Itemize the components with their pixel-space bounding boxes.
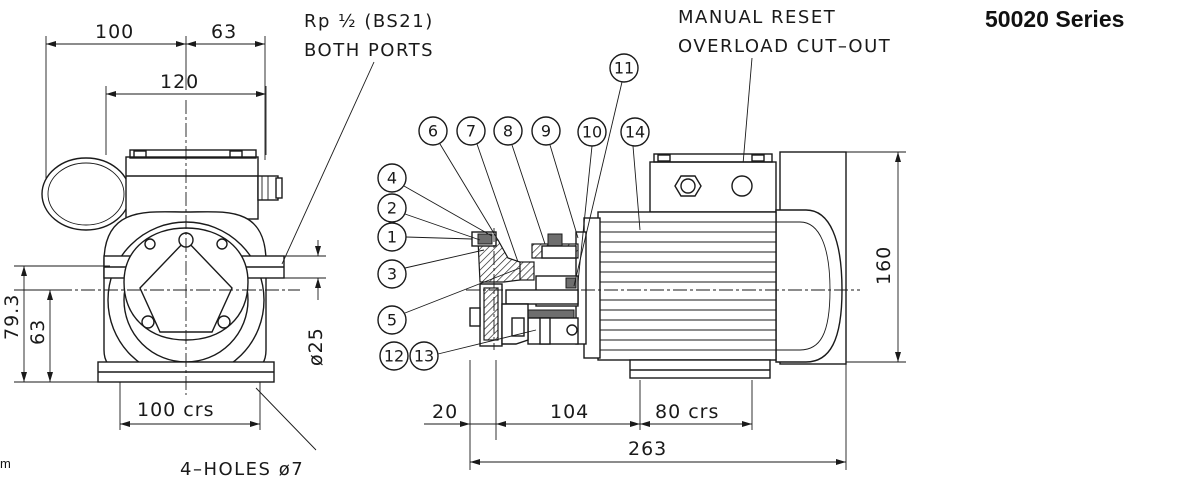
dim-80-crs: 80 crs [655, 401, 719, 423]
balloon-14 [620, 117, 650, 147]
balloon-5 [377, 305, 407, 335]
svg-text:3: 3 [387, 265, 397, 284]
ports-note-line1: Rp ½ (BS21) [304, 11, 434, 32]
svg-text:13: 13 [414, 347, 434, 366]
balloon-6 [418, 116, 448, 146]
dim-120: 120 [160, 71, 199, 93]
dim-100-crs: 100 crs [137, 399, 214, 421]
series-title: 50020 Series [985, 6, 1124, 32]
svg-text:11: 11 [614, 59, 634, 78]
dim-63-top: 63 [211, 21, 237, 43]
edge-text: m [0, 456, 11, 471]
holes-note: 4–HOLES ø7 [180, 459, 304, 480]
dim-dia-25: ø25 [305, 327, 327, 366]
balloon-11 [609, 53, 639, 83]
side-view: 160 20 104 80 crs 263 4 2 1 [377, 53, 906, 470]
svg-text:2: 2 [387, 199, 397, 218]
svg-text:4: 4 [387, 169, 397, 188]
ports-note-line2: BOTH PORTS [304, 40, 434, 61]
dim-104: 104 [550, 401, 589, 423]
dim-160: 160 [873, 246, 895, 285]
balloon-12 [379, 341, 409, 371]
motor-fins [600, 221, 776, 351]
balloon-4 [377, 163, 407, 193]
svg-text:6: 6 [428, 122, 438, 141]
balloon-8 [493, 116, 523, 146]
dim-100-top: 100 [95, 21, 134, 43]
svg-text:8: 8 [503, 122, 513, 141]
svg-text:12: 12 [384, 347, 404, 366]
end-view: 100 63 120 [0, 21, 327, 480]
dim-263: 263 [628, 438, 667, 460]
balloon-7 [456, 116, 486, 146]
svg-text:1: 1 [387, 228, 397, 247]
reset-note-line2: OVERLOAD CUT–OUT [678, 36, 891, 57]
balloon-13 [409, 341, 439, 371]
dim-20: 20 [432, 401, 458, 423]
svg-text:7: 7 [466, 122, 476, 141]
balloon-9 [531, 116, 561, 146]
reset-note-line1: MANUAL RESET [678, 7, 836, 28]
balloon-2 [377, 193, 407, 223]
svg-text:14: 14 [625, 123, 645, 142]
part-balloons: 4 2 1 3 5 6 7 8 9 [377, 53, 650, 371]
dim-63-side: 63 [27, 319, 49, 345]
balloon-3 [377, 259, 407, 289]
svg-text:10: 10 [582, 123, 602, 142]
svg-text:9: 9 [541, 122, 551, 141]
svg-text:5: 5 [387, 311, 397, 330]
dim-79-3: 79.3 [1, 294, 23, 340]
